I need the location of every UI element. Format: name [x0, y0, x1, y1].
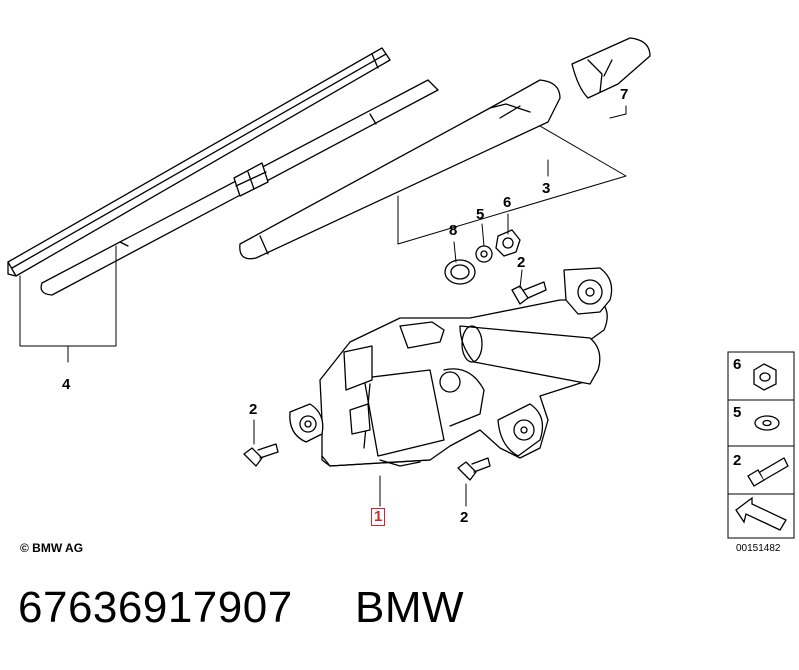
leader-lines	[19, 105, 627, 507]
part-number: 67636917907	[18, 583, 293, 632]
diagram-id: 00151482	[736, 543, 781, 554]
wiper-blade	[7, 47, 439, 296]
direction-arrow-icon	[735, 496, 787, 531]
callout-2-left: 2	[249, 401, 258, 418]
callout-8: 8	[449, 222, 458, 239]
wiper-motor	[289, 267, 613, 467]
wiper-arm	[239, 79, 561, 260]
callout-1: 1	[371, 508, 386, 526]
callout-2-right: 2	[460, 509, 469, 526]
washer-icon	[754, 415, 780, 431]
callout-7: 7	[620, 86, 629, 103]
nut-icon	[753, 363, 777, 391]
bolt-upper	[511, 281, 547, 305]
callout-3: 3	[542, 180, 551, 197]
callout-6: 6	[503, 194, 512, 211]
copyright-text: © BMW AG	[20, 541, 84, 555]
legend-number-washer: 5	[733, 404, 742, 421]
legend-number-bolt: 2	[733, 452, 742, 469]
callout-5: 5	[476, 206, 485, 223]
callout-2-upper: 2	[517, 254, 526, 271]
small-parts	[444, 229, 521, 285]
callout-4: 4	[62, 376, 71, 393]
legend-box	[727, 351, 795, 539]
arm-cover-cap	[571, 37, 651, 99]
bolt-left	[243, 443, 279, 467]
brand-name: BMW	[355, 583, 465, 632]
bolt-right	[457, 457, 491, 481]
legend-number-nut: 6	[733, 356, 742, 373]
